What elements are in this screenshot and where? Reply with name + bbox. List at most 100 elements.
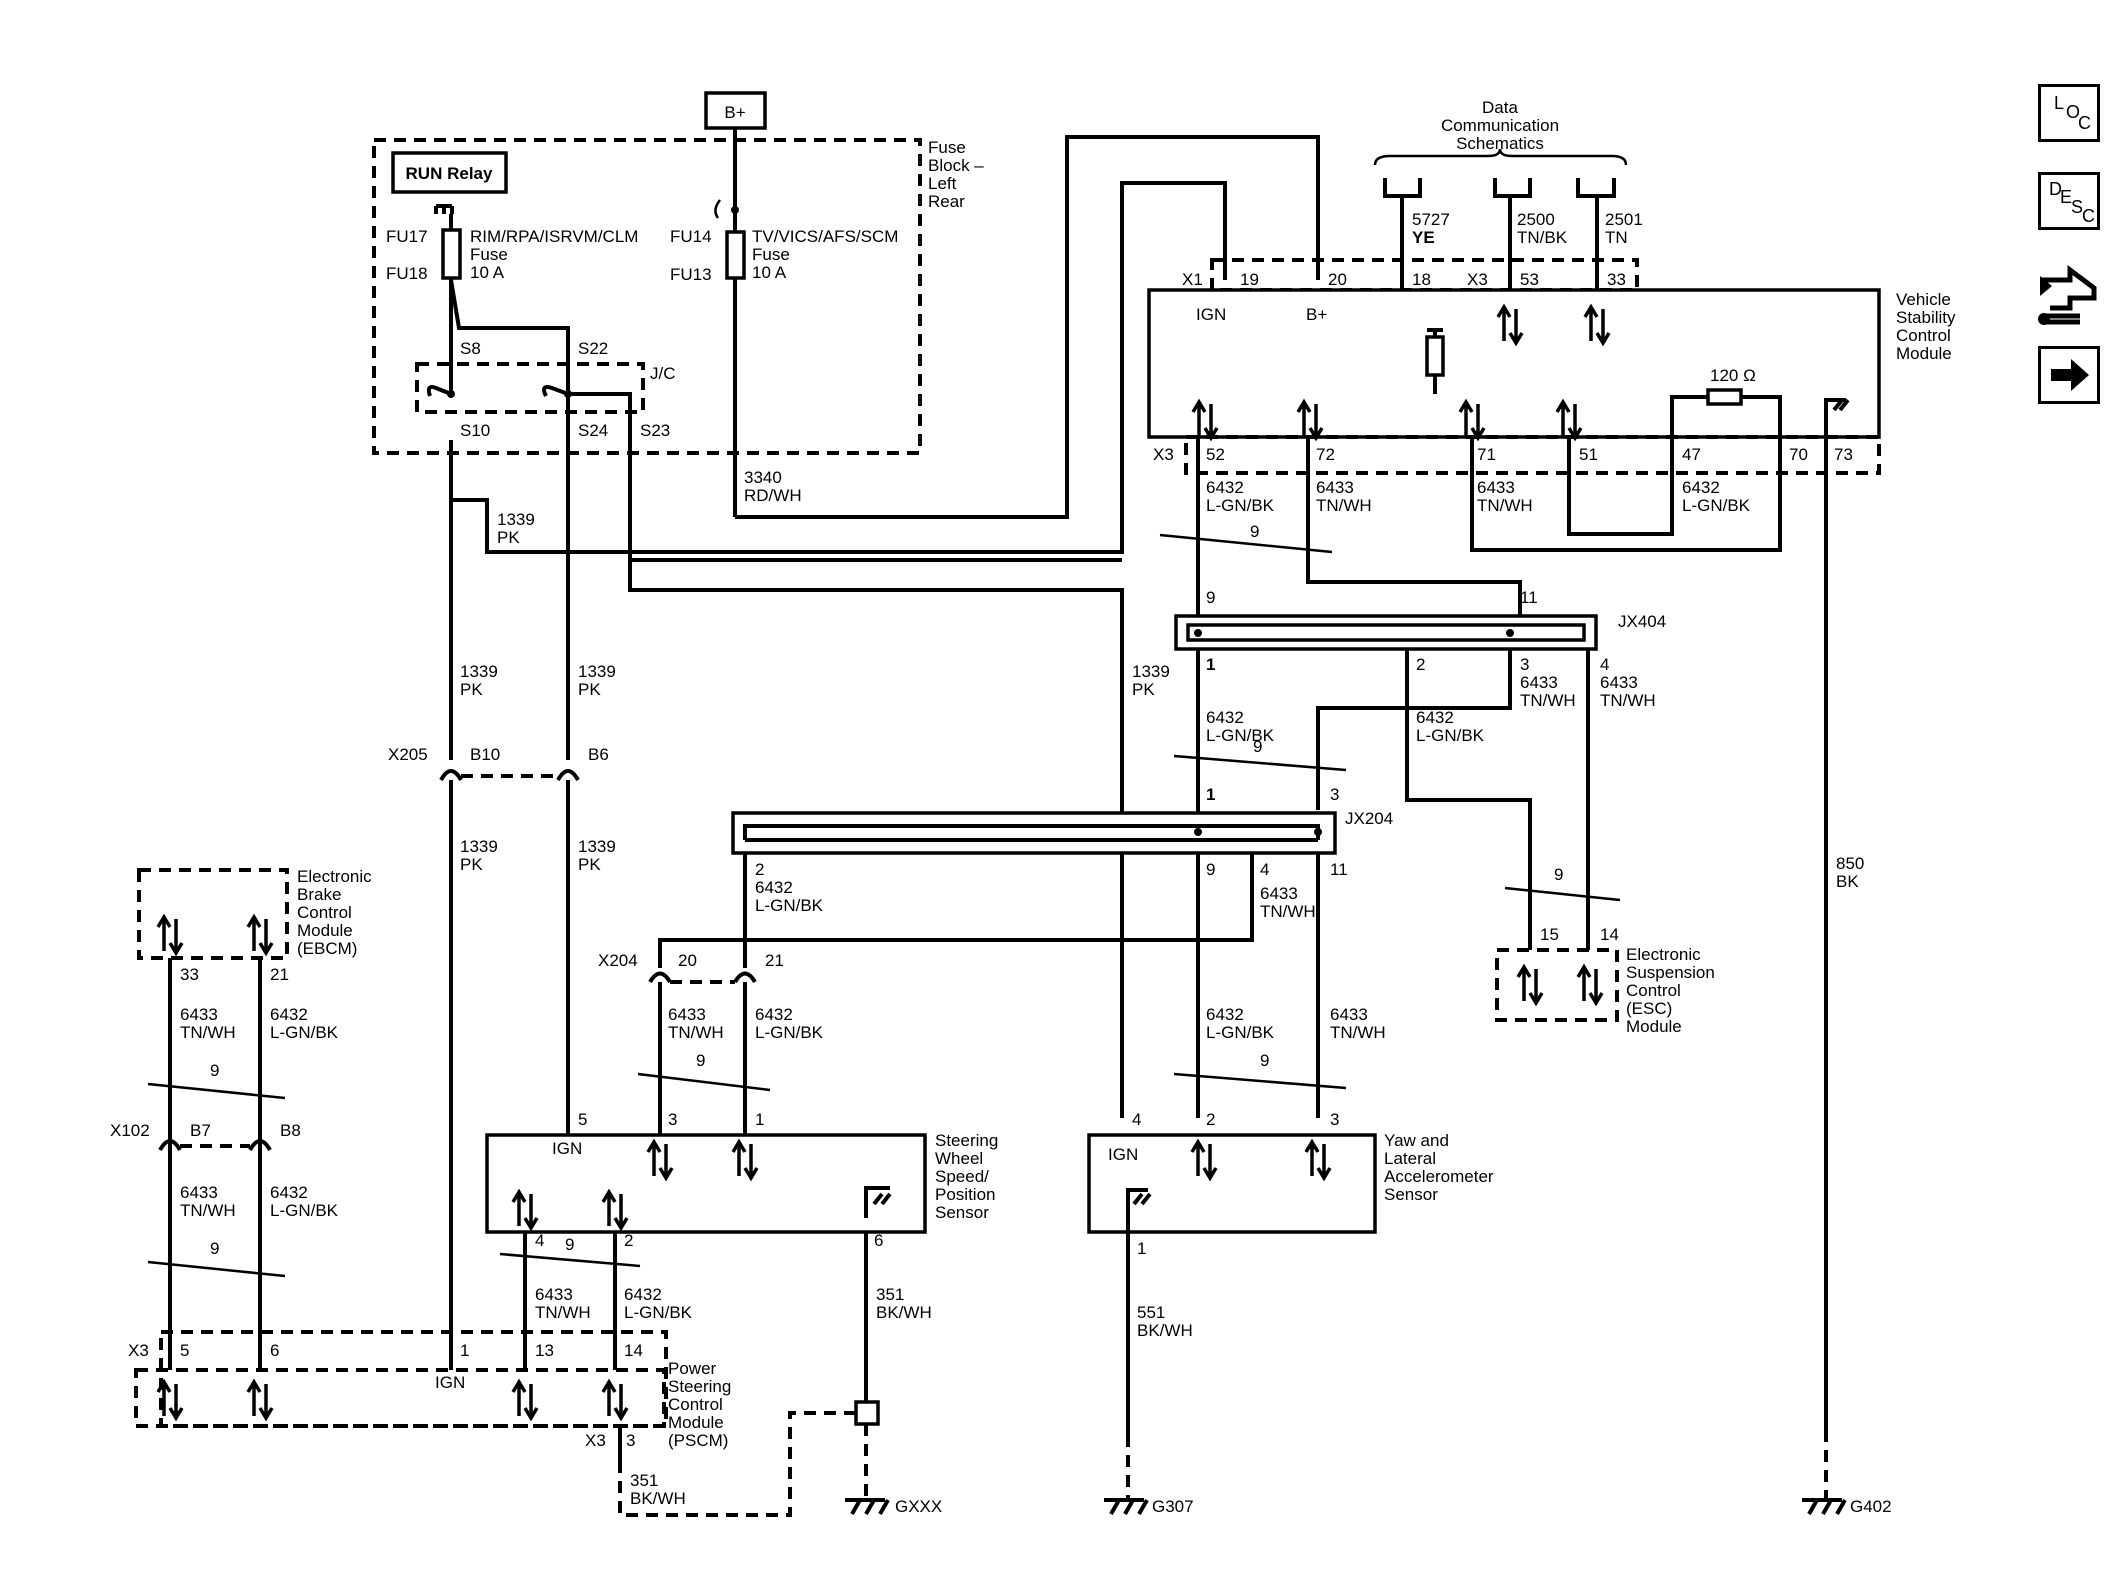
twist-label: 9: [565, 1235, 574, 1254]
wire-number: 2500: [1517, 210, 1555, 229]
wire-color: PK: [460, 855, 483, 874]
fuse-left-type: Fuse: [470, 245, 508, 264]
next-arrow-button[interactable]: [2038, 346, 2100, 404]
x204-connector-symbol: [648, 971, 757, 984]
jx404-label: JX404: [1618, 612, 1666, 631]
data-comm-label: Communication: [1441, 116, 1559, 135]
connector-wrench-icon[interactable]: [2036, 258, 2102, 332]
jc-outline: [415, 362, 645, 414]
resistor-120-ohm: [1706, 388, 1743, 406]
splice-pack-symbol: [854, 1400, 880, 1426]
jc-splice-label: S10: [460, 421, 490, 440]
bidirectional-arrow-icon: [1190, 1138, 1218, 1182]
fuse-left-desc: RIM/RPA/ISRVM/CLM: [470, 227, 638, 246]
resistor-wires: [1670, 395, 1782, 437]
wire-number: 6433: [180, 1183, 218, 1202]
jx404-outputs: [1316, 649, 1590, 950]
terminating-resistor: [1425, 335, 1445, 377]
bidirectional-arrow-icon: [511, 1188, 539, 1232]
pin-label: 6: [874, 1231, 883, 1250]
esc-label: (ESC): [1626, 999, 1672, 1018]
ebcm-wires: [168, 958, 262, 1370]
wire-color: TN/WH: [668, 1023, 724, 1042]
vscm-ign-label: IGN: [1196, 305, 1226, 324]
jc-splice-label: S23: [640, 421, 670, 440]
jx204-box: [731, 811, 1337, 855]
wire-number: 850: [1836, 854, 1864, 873]
vscm-label: Control: [1896, 326, 1951, 345]
wire-number: 5727: [1412, 210, 1450, 229]
pin-label: 3: [1330, 1110, 1339, 1129]
wire-number: 6433: [668, 1005, 706, 1024]
x205-label: X205: [388, 745, 428, 764]
fuse-fu14-symbol: [725, 230, 746, 280]
wire-number: 6432: [755, 878, 793, 897]
esc-label: Electronic: [1626, 945, 1701, 964]
pin-label: B7: [190, 1121, 211, 1140]
pin-label: 4: [1260, 860, 1269, 879]
vscm-label: Module: [1896, 344, 1952, 363]
wire-number: 6433: [1260, 884, 1298, 903]
bidirectional-arrow-icon: [646, 1138, 674, 1182]
data-arrows: [156, 303, 1611, 1422]
ground-icon: [1824, 398, 1850, 437]
pin-label: 6: [270, 1341, 279, 1360]
pin-label: 1: [1206, 785, 1215, 804]
fuse-left-rating: 10 A: [470, 263, 505, 282]
wire-number: 6432: [1206, 478, 1244, 497]
wire-1339-drops: [449, 394, 570, 760]
wire-number: 6433: [1477, 478, 1515, 497]
vscm-connector-bottom: [1184, 435, 1881, 475]
wire-color: TN: [1605, 228, 1628, 247]
pscm-ign-label: IGN: [435, 1373, 465, 1392]
bidirectional-arrow-icon: [1296, 398, 1324, 442]
wire-color: TN/WH: [1316, 496, 1372, 515]
ground-label: GXXX: [895, 1497, 942, 1516]
desc-letter: D: [2049, 179, 2062, 199]
ebcm-label: Module: [297, 921, 353, 940]
bidirectional-arrow-icon: [1304, 1138, 1332, 1182]
ground-icon: [864, 1186, 892, 1218]
jc-label: J/C: [650, 364, 676, 383]
pin-label: 3: [668, 1110, 677, 1129]
wire-color: YE: [1412, 228, 1435, 247]
wire-color: BK/WH: [876, 1303, 932, 1322]
twist-label: 9: [1253, 737, 1262, 756]
splice-dot: [731, 206, 739, 214]
data-comm-brace: [1373, 148, 1628, 166]
jx204-outputs: [658, 853, 1320, 1118]
jc-splice-label: S22: [578, 339, 608, 358]
yaw-ign-label: IGN: [1108, 1145, 1138, 1164]
swsps-label: Steering: [935, 1131, 998, 1150]
fuse-right-number: FU13: [670, 265, 712, 284]
swsps-ign-label: IGN: [552, 1139, 582, 1158]
pscm-label: Module: [668, 1413, 724, 1432]
wire-number: 1339: [578, 837, 616, 856]
fuse-right-number: FU14: [670, 227, 712, 246]
wire-color: L-GN/BK: [1682, 496, 1751, 515]
wire-color: TN/WH: [1260, 902, 1316, 921]
pin-label: B10: [470, 745, 500, 764]
description-button[interactable]: D E S C: [2038, 172, 2100, 230]
splice-dot: [1194, 629, 1202, 637]
desc-letter: S: [2071, 197, 2083, 217]
x205-connector-symbol: [439, 769, 580, 782]
vscm-module-box: [1147, 288, 1881, 439]
connector-label: X1: [1182, 270, 1203, 289]
loc-letter: C: [2078, 113, 2091, 133]
pin-label: 1: [1137, 1239, 1146, 1258]
pscm-label: Control: [668, 1395, 723, 1414]
wire-number: 6433: [1316, 478, 1354, 497]
run-relay-label: RUN Relay: [406, 164, 493, 183]
wire-color: L-GN/BK: [755, 1023, 824, 1042]
location-button[interactable]: L O C: [2038, 84, 2100, 142]
pscm-label: Steering: [668, 1377, 731, 1396]
ground-icon: [1104, 1498, 1149, 1515]
pin-label: 33: [1607, 270, 1626, 289]
wire-color: TN/WH: [1477, 496, 1533, 515]
pin-label: 4: [535, 1231, 544, 1250]
yaw-module-box: [1087, 1133, 1377, 1234]
pin-label: 33: [180, 965, 199, 984]
fuse-right-desc: TV/VICS/AFS/SCM: [752, 227, 898, 246]
connector-label: X3: [1467, 270, 1488, 289]
